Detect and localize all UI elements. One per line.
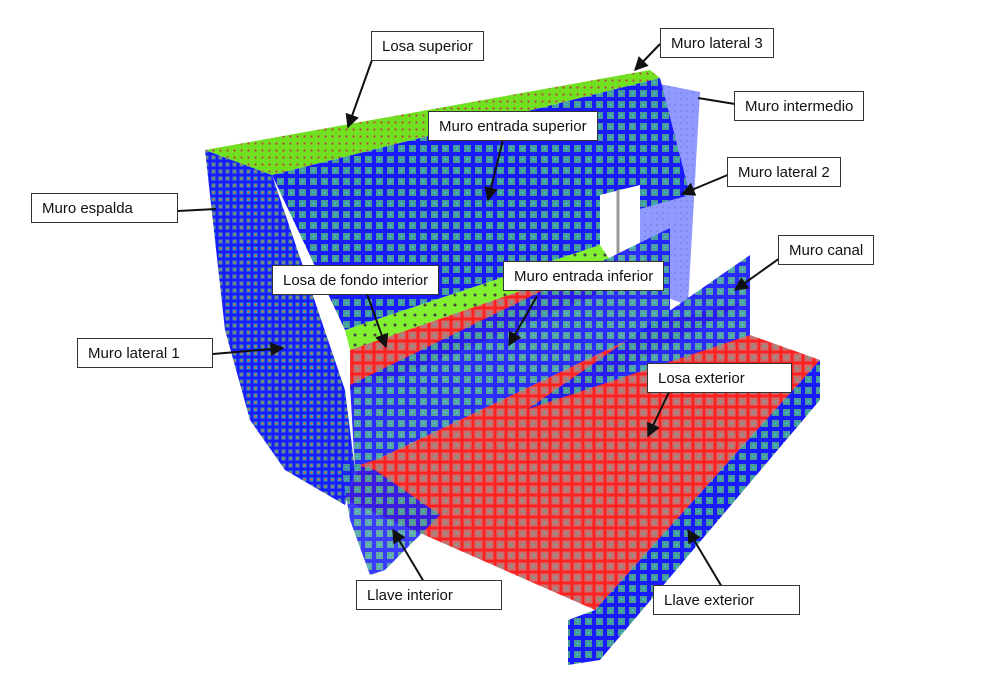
- llave-exterior-panel: [568, 360, 820, 665]
- label-muro-espalda: Muro espalda: [31, 193, 178, 223]
- label-muro-canal: Muro canal: [778, 235, 875, 265]
- label-muro-lateral-3: Muro lateral 3: [660, 28, 774, 58]
- label-muro-entrada-superior: Muro entrada superior: [428, 111, 598, 141]
- llave-interior-panel: [340, 460, 440, 575]
- label-llave-interior: Llave interior: [356, 580, 502, 610]
- label-muro-entrada-inferior: Muro entrada inferior: [503, 261, 665, 291]
- label-losa-de-fondo-interior: Losa de fondo interior: [272, 265, 440, 295]
- label-losa-superior: Losa superior: [371, 31, 484, 61]
- label-losa-exterior: Losa exterior: [647, 363, 792, 393]
- opening: [600, 185, 640, 258]
- muro-espalda-panel: [205, 150, 355, 505]
- losa-exterior-panel: [345, 335, 820, 610]
- label-muro-intermedio: Muro intermedio: [734, 91, 865, 121]
- label-muro-lateral-2: Muro lateral 2: [727, 157, 841, 187]
- leader-lines: [177, 43, 788, 588]
- label-llave-exterior: Llave exterior: [653, 585, 800, 615]
- label-muro-lateral-1: Muro lateral 1: [77, 338, 213, 368]
